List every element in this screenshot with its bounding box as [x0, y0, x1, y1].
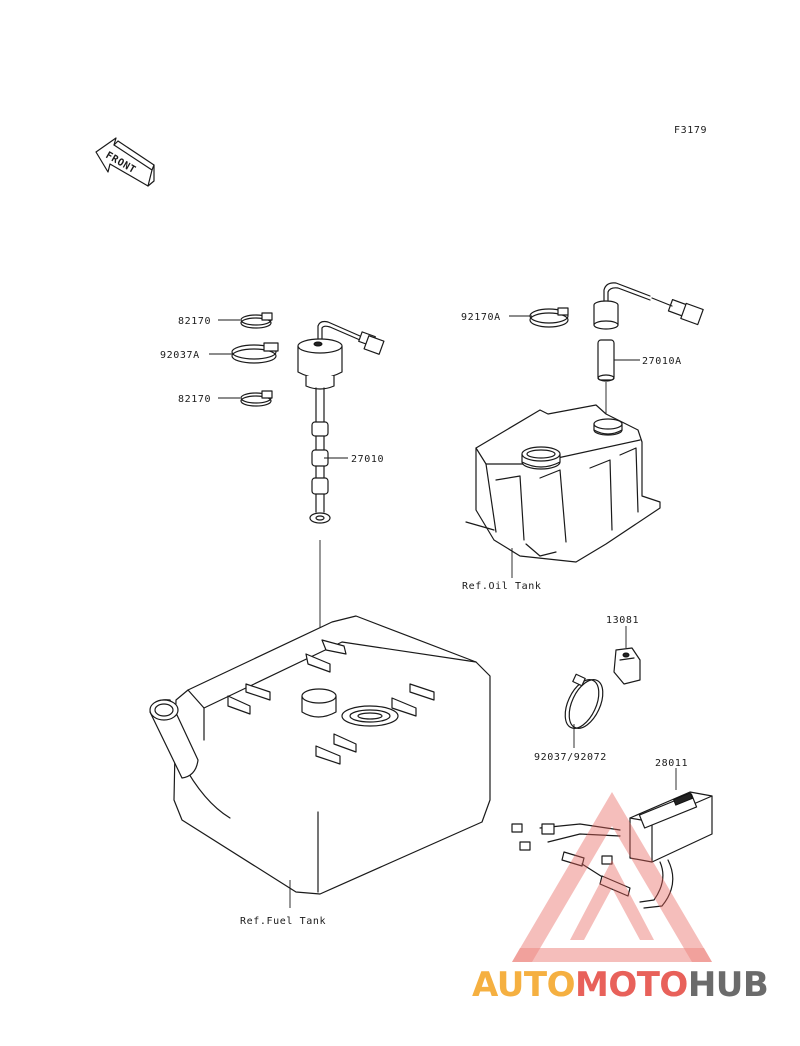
pad-13081: [613, 647, 641, 685]
label-92037-92072: 92037/92072: [534, 752, 607, 763]
fuel-gauge-sender-27010: [297, 320, 385, 524]
fuel-tank: [149, 615, 491, 895]
watermark-logo: [512, 792, 712, 962]
meter-28011: [511, 791, 713, 909]
front-arrow-icon: FRONT: [95, 137, 155, 187]
clamp-82170-bottom: [240, 390, 273, 407]
label-13081: 13081: [606, 615, 639, 626]
oil-level-sensor-27010A: [593, 282, 704, 382]
label-92170A: 92170A: [461, 312, 501, 323]
watermark-text: AUTOMOTOHUB: [472, 965, 768, 1005]
band-92037-92072: [564, 673, 604, 729]
label-82170-bottom: 82170: [178, 394, 211, 405]
watermark-hub: HUB: [688, 965, 768, 1005]
clamp-92170A: [529, 307, 569, 328]
figure-code: F3179: [674, 125, 707, 136]
clamp-92037A: [231, 342, 279, 364]
oil-tank: [465, 404, 661, 563]
label-28011: 28011: [655, 758, 688, 769]
label-92037A: 92037A: [160, 350, 200, 361]
clamp-82170-top: [240, 312, 273, 329]
watermark-auto: AUTO: [472, 965, 575, 1005]
ref-fuel-tank-label: Ref.Fuel Tank: [240, 916, 326, 927]
label-27010A: 27010A: [642, 356, 682, 367]
ref-oil-tank-label: Ref.Oil Tank: [462, 581, 541, 592]
label-82170-top: 82170: [178, 316, 211, 327]
label-27010: 27010: [351, 454, 384, 465]
watermark-moto: MOTO: [575, 965, 688, 1005]
